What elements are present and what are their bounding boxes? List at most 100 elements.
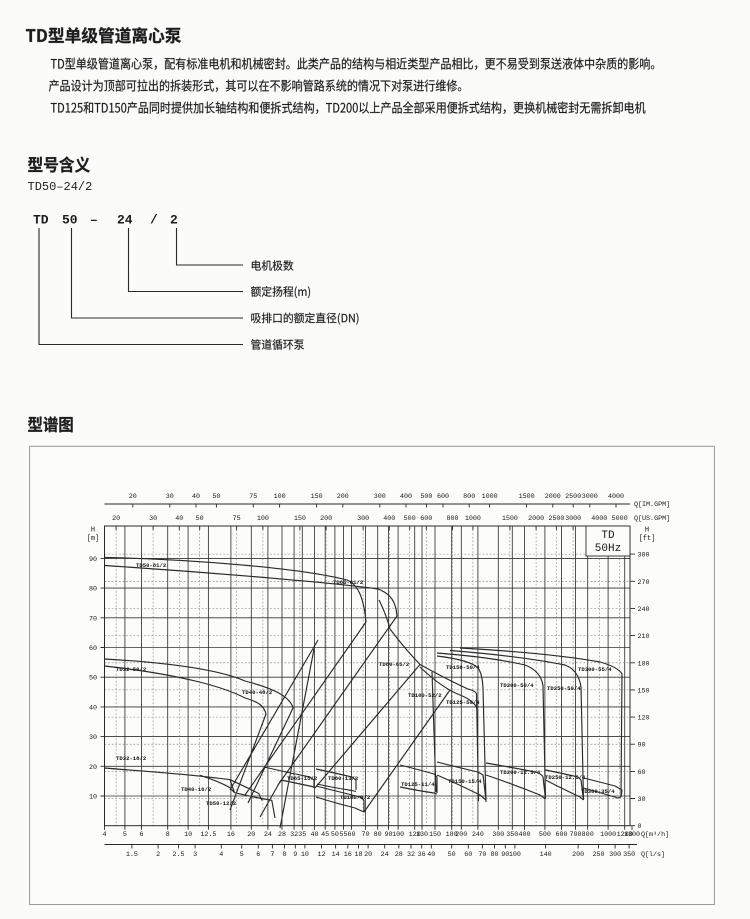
svg-text:TD50-81/2: TD50-81/2 [136,562,167,569]
svg-text:80: 80 [374,831,382,839]
svg-text:10: 10 [184,831,192,839]
svg-text:TD200-50/4: TD200-50/4 [500,682,534,689]
svg-text:40: 40 [310,831,318,839]
svg-text:TD50-12/2: TD50-12/2 [206,800,237,807]
svg-text:12: 12 [317,851,325,859]
svg-text:TD40-48/2: TD40-48/2 [242,689,273,696]
svg-text:600: 600 [420,515,432,523]
svg-text:32: 32 [290,831,298,839]
svg-text:210: 210 [638,633,650,641]
svg-text:60: 60 [89,645,97,653]
svg-text:TD: TD [601,530,615,542]
svg-text:36: 36 [418,851,426,859]
svg-text:6: 6 [139,831,143,839]
svg-text:600: 600 [437,493,449,501]
svg-text:TD250-12.5/4: TD250-12.5/4 [545,774,586,781]
svg-text:2000: 2000 [545,493,561,501]
svg-text:18: 18 [354,851,362,859]
svg-text:2: 2 [170,213,178,228]
svg-text:20: 20 [112,515,120,523]
svg-text:50: 50 [212,493,220,501]
svg-text:200: 200 [337,493,349,501]
svg-text:300: 300 [609,851,621,859]
svg-text:10: 10 [89,794,97,802]
svg-text:2: 2 [156,851,160,859]
svg-text:4000: 4000 [608,493,624,501]
svg-text:100: 100 [392,831,404,839]
svg-text:1000: 1000 [482,493,498,501]
svg-text:Q[US.GPM]: Q[US.GPM] [634,515,670,523]
svg-text:60: 60 [347,831,355,839]
svg-text:30: 30 [149,515,157,523]
svg-text:TD32-18/2: TD32-18/2 [116,755,147,762]
svg-text:TD150-50/4: TD150-50/4 [446,664,480,671]
svg-text:100: 100 [274,493,286,501]
svg-text:40: 40 [89,704,97,712]
svg-text:TD: TD [33,213,49,228]
svg-text:20: 20 [364,851,372,859]
svg-text:28: 28 [395,851,403,859]
svg-text:TD100-9/2: TD100-9/2 [340,794,371,801]
svg-text:TD40-16/2: TD40-16/2 [181,786,212,793]
svg-text:7: 7 [270,851,274,859]
svg-text:350: 350 [506,831,518,839]
svg-text:3000: 3000 [565,515,581,523]
svg-text:TD100-52/2: TD100-52/2 [408,692,442,699]
svg-text:20: 20 [247,831,255,839]
svg-text:5: 5 [240,851,244,859]
svg-text:90: 90 [501,851,509,859]
svg-text:32: 32 [407,851,415,859]
svg-text:80: 80 [490,851,498,859]
svg-text:500: 500 [539,831,551,839]
svg-text:4: 4 [102,831,106,839]
svg-text:H: H [91,527,95,535]
svg-text:50: 50 [196,515,204,523]
svg-text:TD32-50/2: TD32-50/2 [116,666,147,673]
svg-text:70: 70 [361,831,369,839]
svg-text:100: 100 [509,851,521,859]
svg-text:1.5: 1.5 [126,851,138,859]
svg-text:800: 800 [582,831,594,839]
svg-text:400: 400 [518,831,530,839]
svg-text:700: 700 [569,831,581,839]
svg-text:180: 180 [638,660,650,668]
svg-text:1500: 1500 [519,493,535,501]
svg-text:8: 8 [282,851,286,859]
svg-text:800: 800 [463,493,475,501]
svg-text:300: 300 [357,515,369,523]
svg-text:TD300-55/4: TD300-55/4 [578,666,612,673]
svg-text:20: 20 [129,493,137,501]
svg-text:240: 240 [638,606,650,614]
svg-text:240: 240 [472,831,484,839]
svg-text:50: 50 [331,831,339,839]
svg-text:150: 150 [311,493,323,501]
svg-text:8: 8 [166,831,170,839]
svg-text:24: 24 [117,213,133,228]
svg-text:28: 28 [278,831,286,839]
svg-text:10: 10 [301,851,309,859]
svg-text:TD300-35/4: TD300-35/4 [581,788,615,795]
svg-text:40: 40 [192,493,200,501]
svg-text:130: 130 [416,831,428,839]
svg-text:200: 200 [455,831,467,839]
svg-text:70: 70 [89,615,97,623]
svg-text:3000: 3000 [582,493,598,501]
svg-text:1500: 1500 [502,515,518,523]
svg-text:300: 300 [492,831,504,839]
svg-text:55: 55 [339,831,347,839]
svg-text:180: 180 [446,831,458,839]
svg-text:Q[IM.GPM]: Q[IM.GPM] [634,501,670,509]
svg-text:16: 16 [227,831,235,839]
svg-text:90: 90 [638,742,646,750]
svg-text:40: 40 [175,515,183,523]
svg-text:4000: 4000 [591,515,607,523]
svg-text:80: 80 [89,586,97,594]
svg-text:TD125-11/4: TD125-11/4 [401,781,435,788]
svg-text:50: 50 [448,851,456,859]
svg-text:50: 50 [89,675,97,683]
svg-text:140: 140 [540,851,552,859]
svg-text:35: 35 [298,831,306,839]
svg-text:TD65-81/2: TD65-81/2 [333,579,364,586]
svg-text:150: 150 [429,831,441,839]
svg-text:TD50–24/2: TD50–24/2 [28,180,93,194]
